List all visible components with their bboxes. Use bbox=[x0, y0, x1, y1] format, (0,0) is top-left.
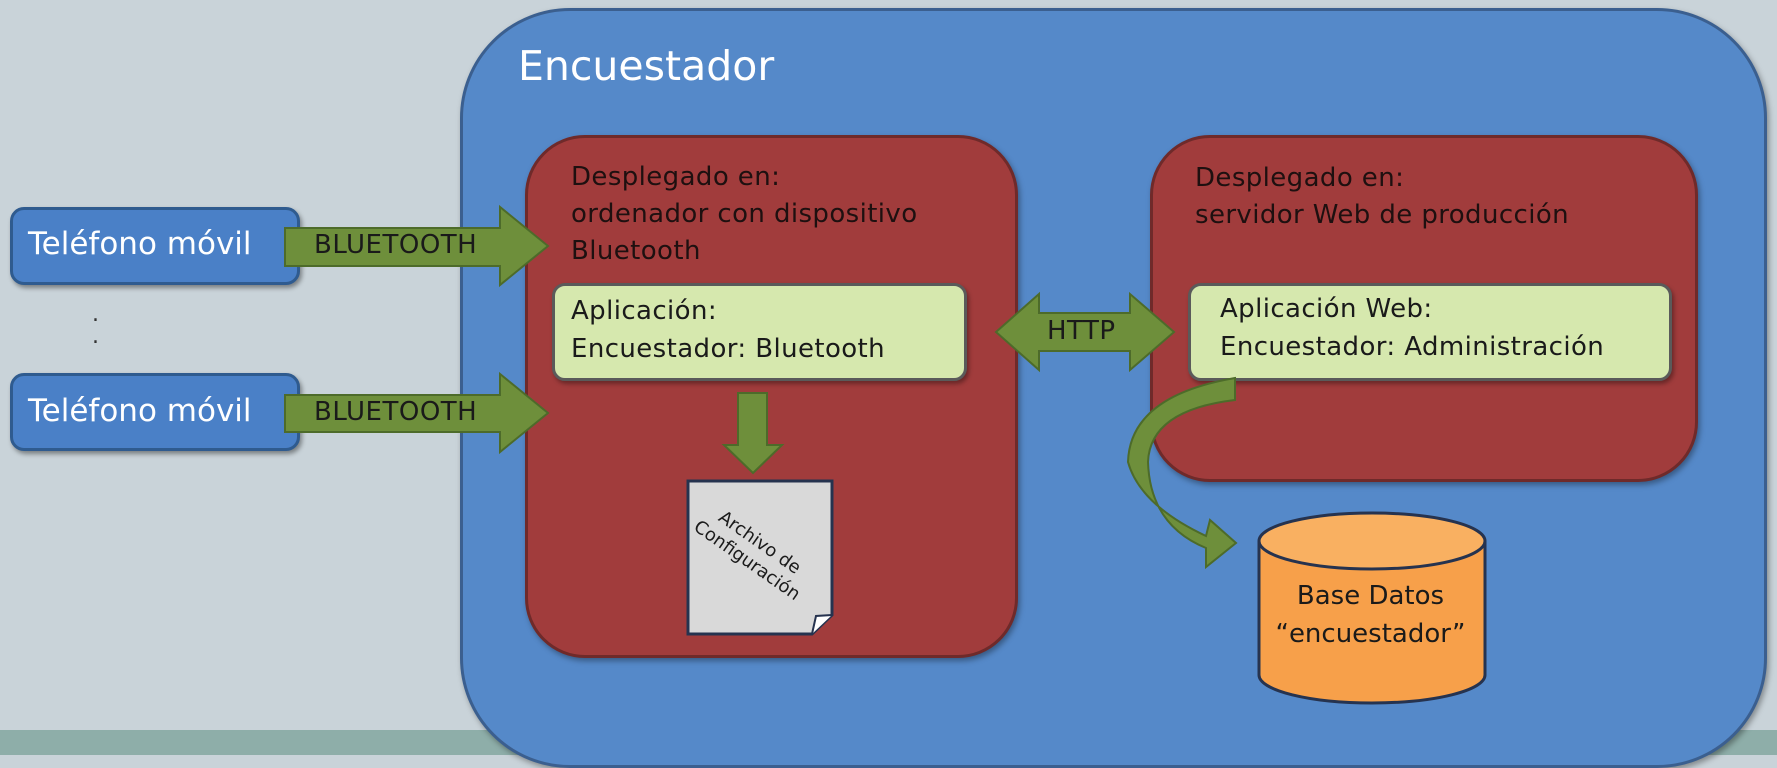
database-label: Base Datos “encuestador” bbox=[1275, 581, 1466, 649]
diagram-title: Encuestador bbox=[518, 42, 775, 90]
curved-arrow-to-database bbox=[1126, 376, 1238, 570]
bluetooth-arrow bbox=[284, 371, 550, 455]
ellipsis-dots: . . bbox=[92, 302, 99, 349]
web-server-host-label: Desplegado en: servidor Web de producció… bbox=[1195, 163, 1570, 230]
down-arrow bbox=[721, 392, 785, 475]
web-app-box bbox=[1188, 283, 1672, 381]
mobile-phone-label: Teléfono móvil bbox=[28, 226, 252, 262]
mobile-phone-box bbox=[10, 373, 300, 451]
config-file-fold bbox=[811, 614, 833, 635]
database-cylinder-top bbox=[1257, 511, 1487, 571]
mobile-phone-box bbox=[10, 207, 300, 285]
mobile-phone-label: Teléfono móvil bbox=[28, 393, 252, 429]
bluetooth-label: BLUETOOTH bbox=[314, 397, 478, 427]
bluetooth-label: BLUETOOTH bbox=[314, 230, 478, 260]
bluetooth-app-box bbox=[552, 283, 967, 381]
database-cylinder-body bbox=[1257, 541, 1487, 705]
http-label: HTTP bbox=[1047, 316, 1116, 346]
bluetooth-host-label: Desplegado en: ordenador con dispositivo… bbox=[571, 162, 918, 266]
web-app-label: Aplicación Web: Encuestador: Administrac… bbox=[1220, 294, 1605, 362]
bluetooth-arrow bbox=[284, 204, 550, 288]
http-double-arrow bbox=[994, 291, 1176, 373]
bluetooth-app-label: Aplicación: Encuestador: Bluetooth bbox=[571, 296, 886, 364]
